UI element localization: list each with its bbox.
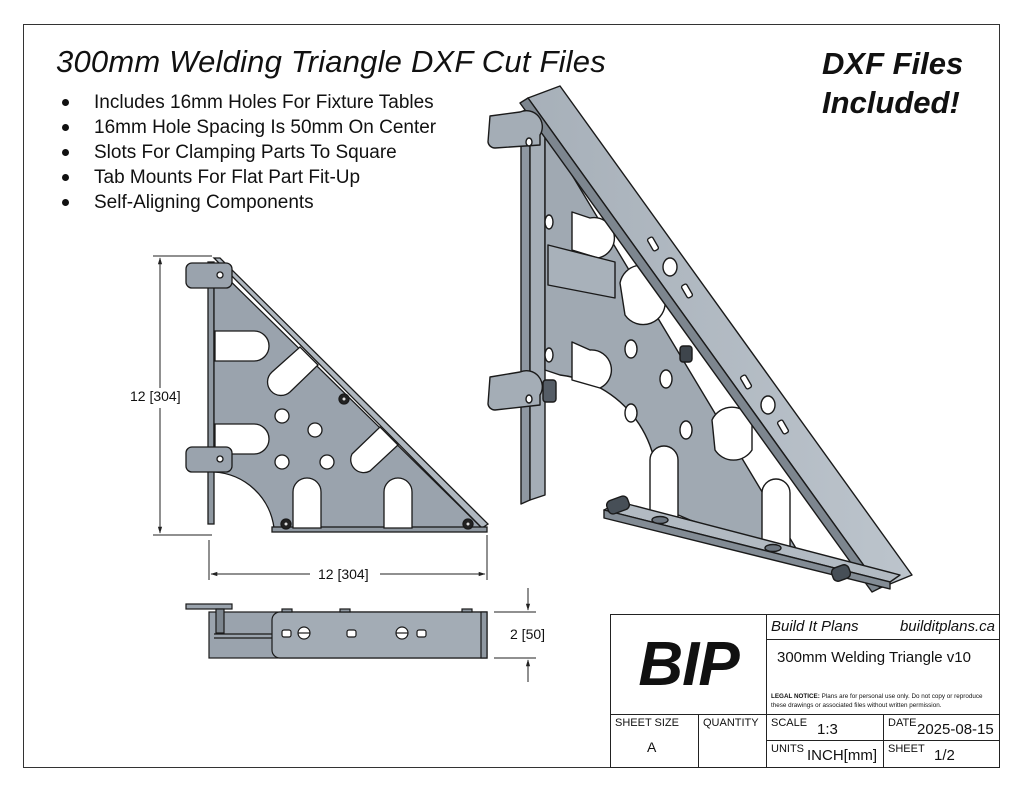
drawing-name-cell: 300mm Welding Triangle v10 LEGAL NOTICE:… xyxy=(767,640,999,715)
iso-vertical-rail-side xyxy=(520,107,531,505)
sheet-label: SHEET xyxy=(888,743,925,755)
sheet-size-value: A xyxy=(647,739,657,755)
iso-bottom-tab xyxy=(487,370,544,411)
side-dimensions xyxy=(494,588,536,682)
sheet-size-label: SHEET SIZE xyxy=(615,717,679,729)
units-value: INCH[mm] xyxy=(807,747,877,764)
units-cell: UNITS INCH[mm] xyxy=(767,741,884,767)
promo-line-1: DXF Files xyxy=(822,46,964,81)
feature-item: Slots For Clamping Parts To Square xyxy=(52,140,436,165)
bullet-icon xyxy=(62,174,69,181)
tab-hole xyxy=(525,137,533,147)
iso-base-hole xyxy=(764,543,782,553)
side-bowtie-slots xyxy=(281,629,427,638)
date-value: 2025-08-15 xyxy=(917,721,994,738)
thickness-dimension: 2 [50] xyxy=(508,626,548,642)
date-label: DATE xyxy=(888,717,917,729)
sheet-value: 1/2 xyxy=(934,747,955,764)
tab-hole xyxy=(216,271,224,279)
sheet-cell: SHEET 1/2 xyxy=(884,741,999,767)
feature-item: 16mm Hole Spacing Is 50mm On Center xyxy=(52,115,436,140)
scale-value: 1:3 xyxy=(817,721,838,738)
promo-callout: DXF Files Included! xyxy=(822,44,963,122)
sheet-size-cell: SHEET SIZE A xyxy=(611,715,699,767)
iso-standoffs xyxy=(542,345,852,582)
scale-cell: SCALE 1:3 xyxy=(767,715,884,741)
bullet-icon xyxy=(62,199,69,206)
side-view xyxy=(185,603,488,659)
drawing-name: 300mm Welding Triangle v10 xyxy=(777,649,971,666)
promo-line-2: Included! xyxy=(822,85,960,120)
tab-hole xyxy=(216,455,224,463)
side-rail-face xyxy=(271,611,488,659)
iso-hypotenuse-rail-edge xyxy=(519,97,881,593)
height-dimension: 12 [304] xyxy=(128,388,183,404)
iso-top-tab xyxy=(487,110,544,149)
front-vertical-rail xyxy=(207,261,215,525)
company-website: builditplans.ca xyxy=(899,618,995,635)
bullet-icon xyxy=(62,124,69,131)
iso-base-rail-edge xyxy=(603,509,891,590)
front-hypotenuse-rail xyxy=(212,257,490,529)
company-name: Build It Plans xyxy=(771,618,859,635)
front-slots xyxy=(214,330,413,529)
side-standoff xyxy=(215,608,225,634)
side-tab xyxy=(185,603,233,610)
feature-list: Includes 16mm Holes For Fixture Tables 1… xyxy=(52,90,436,215)
scale-label: SCALE xyxy=(771,717,808,729)
front-bottom-tab xyxy=(185,446,233,473)
title-block: BIP Build It Plans builditplans.ca 300mm… xyxy=(610,614,1000,768)
isometric-view xyxy=(487,85,913,593)
sheet-border xyxy=(23,24,1000,768)
width-dimension: 12 [304] xyxy=(316,566,371,582)
legal-notice-label: LEGAL NOTICE: xyxy=(771,693,820,700)
feature-item: Self-Aligning Components xyxy=(52,190,436,215)
feature-item: Tab Mounts For Flat Part Fit-Up xyxy=(52,165,436,190)
front-top-tab xyxy=(185,262,233,289)
page-title: 300mm Welding Triangle DXF Cut Files xyxy=(56,44,606,79)
tab-hole xyxy=(525,394,533,404)
legal-notice: LEGAL NOTICE: Plans are for personal use… xyxy=(771,692,997,710)
company-row: Build It Plans builditplans.ca xyxy=(767,615,999,640)
iso-rail-slots xyxy=(646,236,790,435)
quantity-cell: QUANTITY xyxy=(699,715,767,767)
front-bottom-rail xyxy=(271,526,488,533)
legal-notice-text: Plans are for personal use only. Do not … xyxy=(771,693,983,709)
bullet-icon xyxy=(62,99,69,106)
iso-rib xyxy=(547,244,616,299)
quantity-label: QUANTITY xyxy=(703,717,759,729)
units-label: UNITS xyxy=(771,743,804,755)
front-dimensions xyxy=(153,255,488,580)
front-view xyxy=(185,257,490,533)
date-cell: DATE 2025-08-15 xyxy=(884,715,999,741)
feature-item: Includes 16mm Holes For Fixture Tables xyxy=(52,90,436,115)
bip-logo: BIP xyxy=(611,615,767,715)
bullet-icon xyxy=(62,149,69,156)
iso-base-hole xyxy=(651,515,669,525)
iso-vertical-rail-face xyxy=(529,99,546,501)
